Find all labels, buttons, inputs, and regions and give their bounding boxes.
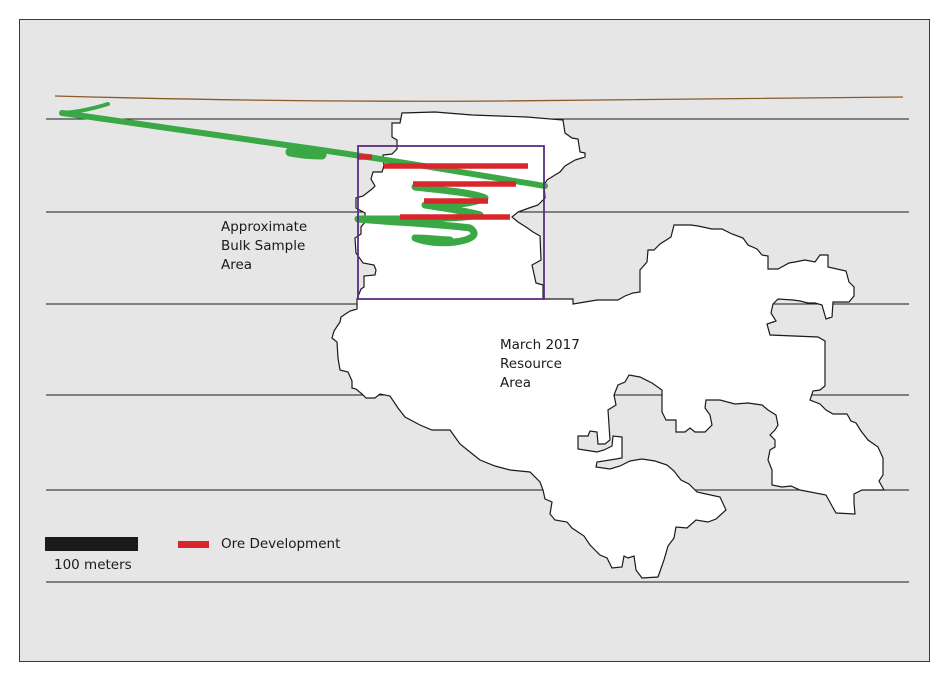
scale-bar-label: 100 meters: [54, 557, 132, 573]
bulk-sample-label-line-2: Bulk Sample: [221, 238, 306, 254]
resource-label-line-3: Area: [500, 375, 532, 391]
scale-bar: [45, 537, 138, 551]
level-lines: [46, 118, 909, 583]
bulk-sample-label-line-1: Approximate: [221, 219, 308, 235]
bulk-sample-label-line-3: Area: [221, 257, 253, 273]
surface-line: [54, 95, 904, 102]
bulk-sample-label: Approximate Bulk Sample Area: [221, 218, 307, 275]
resource-area-label: March 2017 Resource Area: [500, 336, 580, 393]
resource-label-line-2: Resource: [500, 356, 562, 372]
ore-development-drifts: [357, 154, 528, 220]
drift-incline: [59, 110, 548, 189]
ore-legend-label: Ore Development: [221, 536, 341, 552]
bulk-sample-box: [357, 145, 545, 300]
drift-bulge: [285, 147, 327, 160]
drift-incline-end: [60, 102, 110, 115]
ore-legend-swatch: [178, 541, 209, 548]
resource-label-line-1: March 2017: [500, 337, 580, 353]
